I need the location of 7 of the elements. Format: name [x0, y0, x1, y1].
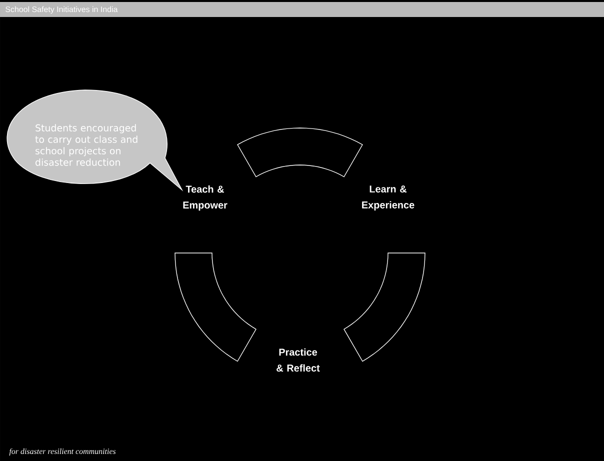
speech-bubble: Students encouraged to carry out class and school projects on disaster reduction	[6, 90, 182, 190]
ring-segment	[344, 252, 426, 362]
stage-label: Learn & Experience	[362, 186, 414, 210]
ring-segment	[237, 128, 363, 178]
ring-segment	[174, 252, 256, 362]
stage-label: Practice & Reflect	[276, 348, 320, 372]
stage-label: Teach & Empower	[183, 185, 228, 211]
